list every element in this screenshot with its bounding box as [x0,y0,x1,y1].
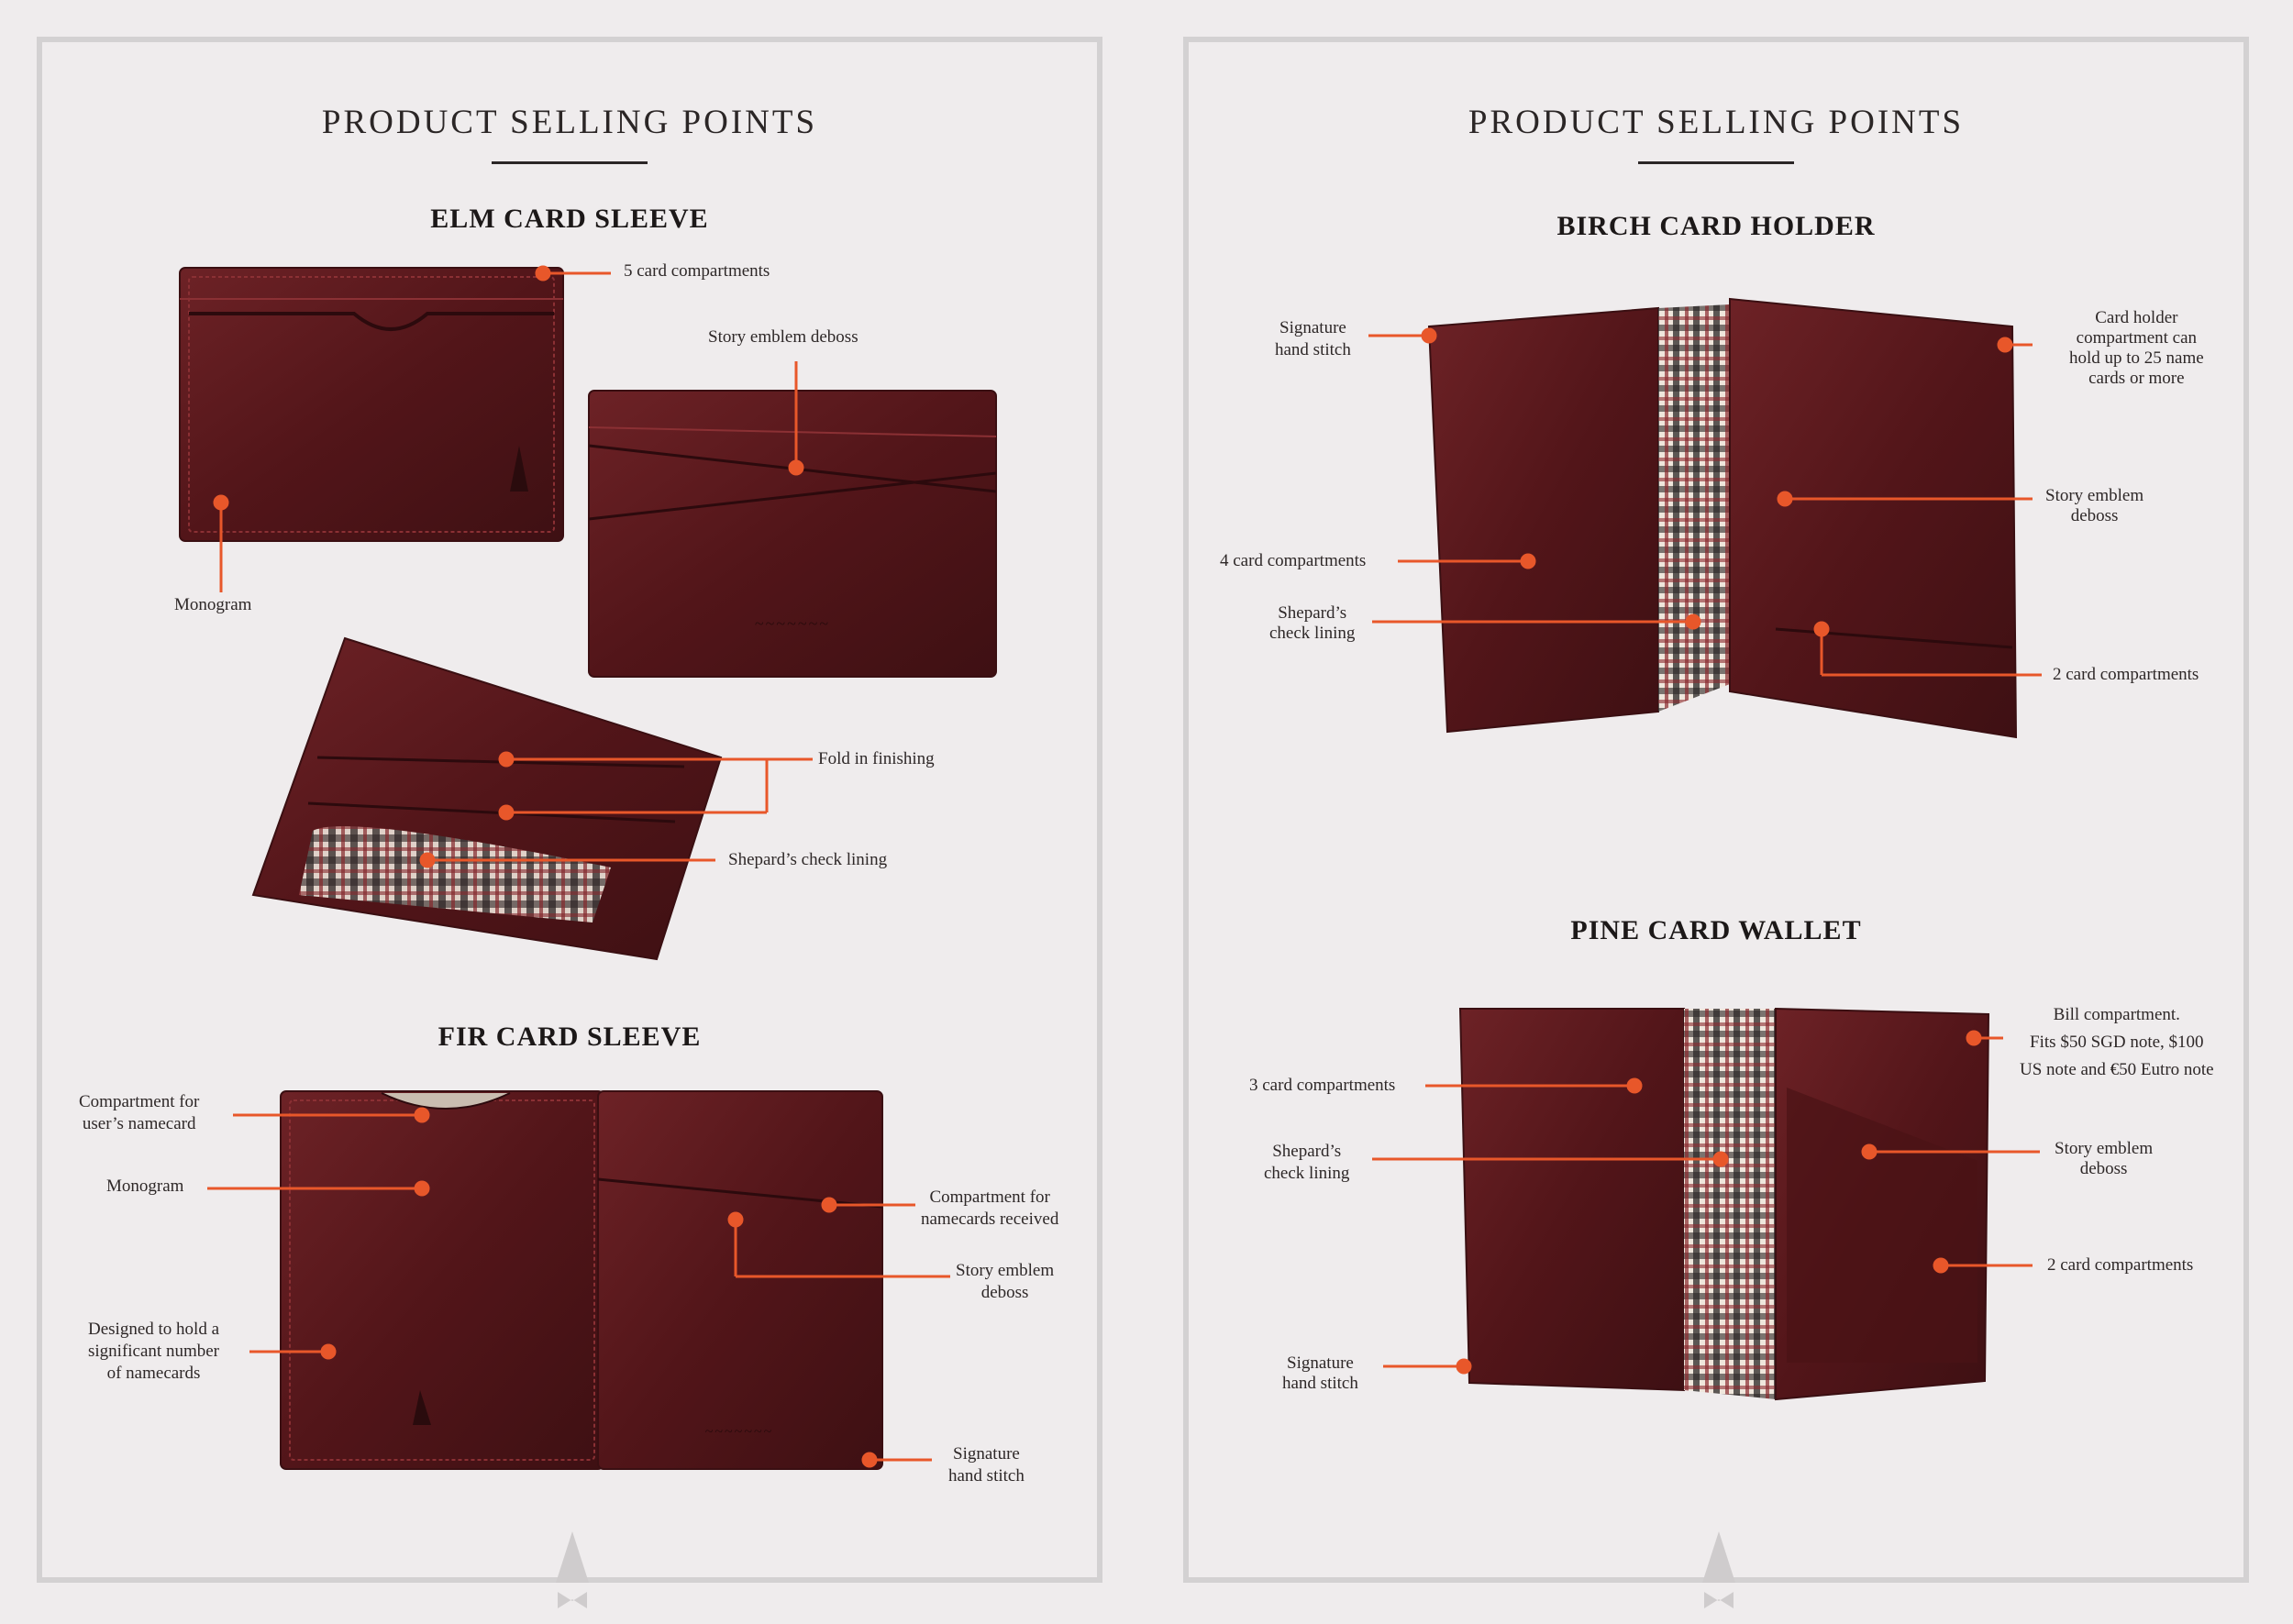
birch-check-lining-label: Shepard’s check lining [1269,603,1356,643]
birch-title: BIRCH CARD HOLDER [1556,211,1876,241]
pine-two-compartments-label: 2 card compartments [2047,1255,2194,1275]
fir-illustrations: ~~~~~~~ [207,1090,950,1470]
birch-illustrations [1368,297,2042,1401]
pine-three-compartments-label: 3 card compartments [1249,1076,1396,1095]
birch-card-holder-compartment-label: Card holder compartment can hold up to 2… [2069,308,2204,388]
birch-story-emblem-label: Story emblem deboss [2045,486,2144,525]
fir-signature-stitch-label: Signature hand stitch [948,1444,1025,1486]
fir-compartment-received-label: Compartment for namecards received [921,1188,1059,1229]
fir-back-sleeve: ~~~~~~~ [597,1090,883,1470]
fir-story-emblem-label: Story emblem deboss [956,1261,1055,1302]
fir-compartment-users-label: Compartment for user’s namecard [79,1092,200,1133]
left-page: PRODUCT SELLING POINTS ELM CARD SLEEVE [37,37,1102,1608]
pine-story-emblem-label: Story emblem deboss [2055,1139,2154,1178]
pine-signature-stitch-label: Signature hand stitch [1282,1353,1358,1393]
svg-text:~~~~~~~: ~~~~~~~ [705,1424,774,1440]
birch-signature-stitch-label: Signature hand stitch [1275,318,1351,359]
pine-bill-compartment-label: Bill compartment. Fits $50 SGD note, $10… [2020,1005,2214,1079]
svg-text:~~~~~~~: ~~~~~~~ [755,614,830,633]
heading-rule [492,161,648,164]
heading-rule [1638,161,1794,164]
elm-front-sleeve [179,267,564,542]
fir-monogram-label: Monogram [106,1177,184,1196]
elm-title: ELM CARD SLEEVE [430,204,709,234]
page-heading: PRODUCT SELLING POINTS [1468,104,1965,141]
pine-wallet [1458,1007,1990,1401]
birch-holder [1427,297,2018,739]
elm-monogram-label: Monogram [174,595,252,614]
pine-check-lining-label: Shepard’s check lining [1264,1142,1350,1183]
birch-pine-callout-lines [1368,327,2042,1375]
elm-callout-lines [213,265,813,868]
birch-two-compartments-label: 2 card compartments [2053,665,2199,684]
elm-fold-finishing-label: Fold in finishing [818,749,935,768]
pine-title: PINE CARD WALLET [1570,915,1862,945]
birch-four-compartments-label: 4 card compartments [1220,551,1367,570]
fir-callout-lines [207,1107,950,1468]
elm-back-sleeve: ~~~~~~~ [588,390,997,678]
fir-designed-hold-label: Designed to hold a significant number of… [88,1320,220,1383]
brand-tree-icon [1702,1531,1735,1608]
elm-check-lining-label: Shepard’s check lining [728,850,888,869]
brand-tree-icon [556,1531,589,1608]
fir-front-sleeve [280,1090,604,1470]
right-page: PRODUCT SELLING POINTS BIRCH CARD HOLDER [1183,37,2249,1608]
fir-title: FIR CARD SLEEVE [438,1022,702,1052]
page-heading: PRODUCT SELLING POINTS [321,104,818,141]
elm-card-compartments-label: 5 card compartments [624,261,770,281]
elm-story-emblem-label: Story emblem deboss [708,327,858,347]
elm-illustrations: ~~~~~~~ [179,265,997,961]
